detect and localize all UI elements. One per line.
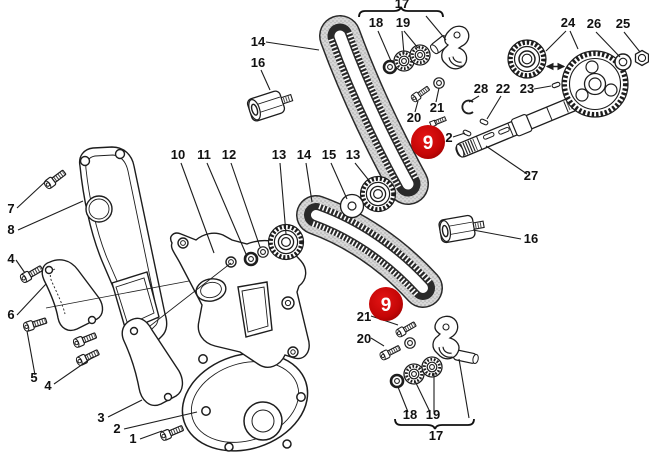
callout-14-mid: 14: [297, 147, 312, 162]
callout-15: 15: [322, 147, 336, 162]
callout-13-b: 13: [346, 147, 360, 162]
tensioner-group-top: [382, 25, 470, 128]
callout-24: 24: [561, 15, 576, 30]
callout-16-left: 16: [251, 55, 265, 70]
group-bracket-bottom: [394, 418, 475, 430]
callout-2-shaft: 2: [445, 130, 452, 145]
gasket-cover-plate: [121, 317, 184, 406]
circlip: [461, 99, 474, 115]
highlight-badge-bottom[interactable]: 9: [369, 287, 403, 321]
callout-11: 11: [197, 147, 211, 162]
callout-13-a: 13: [272, 147, 286, 162]
callout-23: 23: [520, 81, 534, 96]
callout-labels: 17 18 19 14 16 24 26 25 28 22 23 21 20 2…: [7, 0, 630, 446]
callout-2-cover: 2: [113, 421, 120, 436]
callout-1: 1: [129, 431, 136, 446]
callout-25: 25: [616, 16, 630, 31]
oil-seal: [243, 251, 259, 267]
shaft-key-2: [478, 117, 490, 127]
timing-belt-top: [319, 15, 429, 205]
seal-washer: [257, 246, 269, 258]
callout-8: 8: [7, 222, 14, 237]
tensioner-group-bottom: [379, 315, 479, 389]
callout-4-a: 4: [7, 251, 15, 266]
callout-10: 10: [171, 147, 185, 162]
layshaft-gear-large: [561, 50, 629, 118]
callout-4-b: 4: [44, 378, 52, 393]
layshaft-gear-small: [507, 39, 547, 79]
callout-17-top: 17: [395, 0, 409, 11]
tensioner-spacer-top: [246, 87, 295, 122]
callout-20-bottom: 20: [357, 331, 371, 346]
callout-21-bottom: 21: [357, 309, 371, 324]
timing-belt-bottom: [296, 195, 443, 308]
woodruff-key: [551, 81, 561, 89]
cover-plate-small: [41, 259, 104, 332]
callout-27: 27: [524, 168, 538, 183]
highlight-badge-top-number: 9: [423, 133, 434, 154]
callout-14-left: 14: [251, 34, 266, 49]
gear-nut: [634, 49, 649, 67]
callout-12: 12: [222, 147, 236, 162]
gear-washer: [614, 53, 632, 71]
callout-7: 7: [7, 201, 14, 216]
callout-17-bottom: 17: [429, 428, 443, 443]
callout-28: 28: [474, 81, 488, 96]
callout-19-top: 19: [396, 15, 410, 30]
outer-belt-cover-oval: [181, 352, 309, 452]
callout-26: 26: [587, 16, 601, 31]
highlight-badge-top[interactable]: 9: [411, 125, 445, 159]
callout-22: 22: [496, 81, 510, 96]
callout-18-bottom: 18: [403, 407, 417, 422]
callout-21-top: 21: [430, 100, 444, 115]
callout-5: 5: [30, 370, 37, 385]
timing-cover-vertical-inner: [78, 146, 168, 348]
callout-20-top: 20: [407, 110, 421, 125]
camshaft-pulley-2: [361, 177, 396, 212]
callout-3: 3: [97, 410, 104, 425]
leader-lines: [15, 15, 641, 440]
pulley-washer: [339, 193, 365, 219]
callout-18-top: 18: [369, 15, 383, 30]
gear-mesh-arrow-icon: [545, 62, 566, 71]
layshaft: [455, 94, 585, 158]
highlight-badge-bottom-number: 9: [381, 295, 392, 316]
tensioner-spacer-right: [438, 213, 485, 243]
callout-6: 6: [7, 307, 14, 322]
callout-19-bottom: 19: [426, 407, 440, 422]
belt-cover-bracket-casting: [170, 232, 310, 368]
callout-16-right: 16: [524, 231, 538, 246]
group-bracket-top: [358, 6, 444, 18]
